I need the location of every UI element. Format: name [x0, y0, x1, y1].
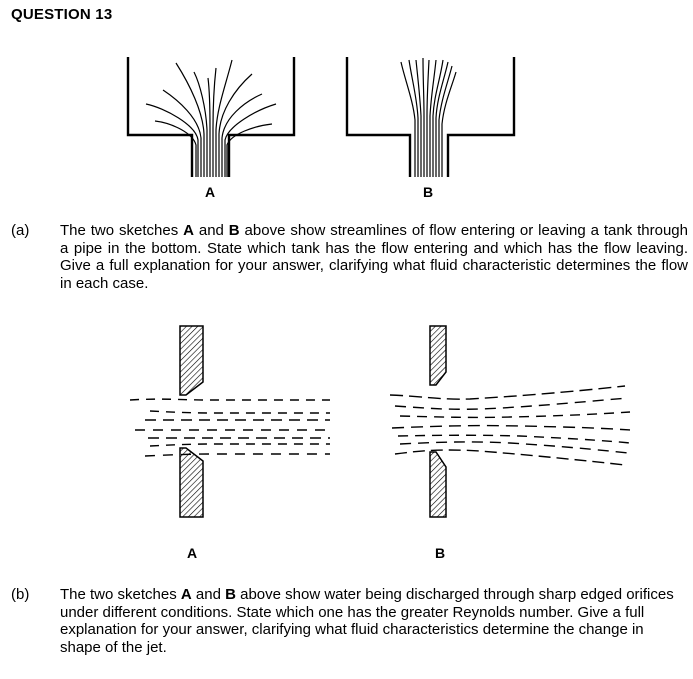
orifice-figure: [129, 325, 631, 518]
orifice-b-plates: [429, 325, 447, 518]
tank-a-label: A: [205, 184, 216, 200]
tank-figure: [126, 57, 516, 177]
orifice-a-jet: [129, 398, 330, 457]
tank-b-label: B: [423, 184, 434, 200]
part-b-text: The two sketches A and B above show wate…: [60, 586, 674, 656]
part-a-label: (a): [11, 222, 30, 239]
orifice-b-label: B: [435, 545, 446, 561]
orifice-a-plates: [179, 325, 204, 518]
tank-b-streamlines: [400, 57, 457, 177]
tank-a-streamlines: [145, 59, 277, 177]
part-b-label: (b): [11, 586, 30, 603]
part-a-text: The two sketches A and B above show stre…: [60, 222, 688, 292]
tank-b-drawing: [345, 57, 516, 177]
orifice-b-jet: [389, 385, 631, 466]
question-title: QUESTION 13: [11, 6, 113, 23]
tank-a-drawing: [126, 57, 296, 177]
orifice-a-label: A: [187, 545, 198, 561]
